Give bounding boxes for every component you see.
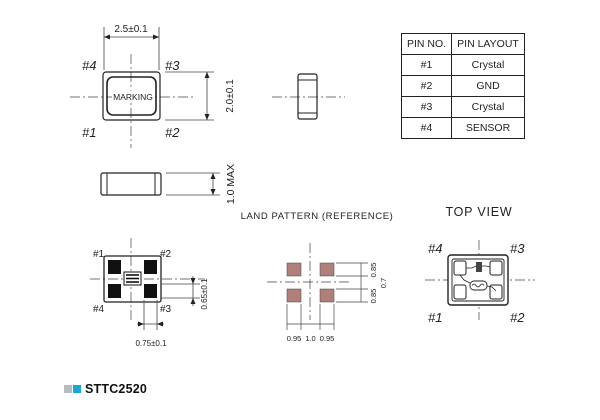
dim-pad-pitch-x-label: 0.75±0.1 (135, 339, 167, 348)
internal-pin-label-4: #4 (428, 241, 442, 256)
pin-no-cell: #3 (401, 96, 452, 118)
pin-label-2: #2 (165, 125, 180, 140)
pin-layout-cell: SENSOR (451, 117, 525, 139)
pin-layout-header: PIN LAYOUT (451, 33, 525, 55)
marking-label: MARKING (113, 92, 153, 102)
table-row: #1 Crystal (401, 54, 525, 76)
land-dim-y-bottom: 0.85 (369, 289, 378, 304)
internal-top-view: TOP VIEW #4 #3 #1 #2 (425, 205, 535, 325)
land-dim-x-left: 0.95 (287, 334, 302, 343)
pin-layout-cell: GND (451, 75, 525, 97)
land-dim-x-right: 0.95 (320, 334, 335, 343)
pin-layout-cell: Crystal (451, 96, 525, 118)
bottom-pin-label-2: #2 (160, 249, 172, 260)
pad-2 (144, 284, 157, 298)
grey-square-icon (64, 385, 72, 393)
package-bottom-view: 0.65±0.1 0.75±0.1 #1 #2 #4 #3 (90, 238, 209, 348)
dim-thickness-label: 1.0 MAX (225, 164, 237, 204)
bottom-pin-label-4: #4 (93, 304, 105, 315)
pin-table-header-row: PIN NO. PIN LAYOUT (401, 33, 525, 55)
land-pattern: LAND PATTERN (REFERENCE) 0.85 0.7 0.85 0… (241, 211, 394, 343)
land-dim-x-mid: 1.0 (305, 334, 315, 343)
bottom-pin-label-3: #3 (160, 304, 172, 315)
dim-pad-pitch-y-label: 0.65±0.1 (200, 278, 209, 310)
pin-table: PIN NO. PIN LAYOUT #1 Crystal #2 GND #3 … (401, 33, 525, 139)
pin-no-cell: #4 (401, 117, 452, 139)
land-pattern-title: LAND PATTERN (REFERENCE) (241, 211, 394, 222)
product-name: STTC2520 (85, 382, 148, 396)
pin-layout-cell: Crystal (451, 54, 525, 76)
land-pad-bottom-left (286, 288, 302, 303)
product-label: STTC2520 (64, 382, 147, 396)
internal-pin-label-3: #3 (510, 241, 525, 256)
package-lid (106, 76, 157, 116)
internal-pin-label-1: #1 (428, 310, 442, 325)
pin-no-cell: #2 (401, 75, 452, 97)
package-side-view: 1.0 MAX (100, 164, 237, 204)
land-pad-top-right (319, 262, 335, 277)
land-dim-y-mid: 0.7 (379, 278, 388, 288)
table-row: #3 Crystal (401, 96, 525, 118)
table-row: #2 GND (401, 75, 525, 97)
blue-square-icon (73, 385, 81, 393)
table-row: #4 SENSOR (401, 117, 525, 139)
pin-no-header: PIN NO. (401, 33, 452, 55)
package-end-view (272, 73, 345, 120)
pin-label-4: #4 (82, 58, 96, 73)
top-view-title: TOP VIEW (445, 205, 512, 219)
internal-pin-label-2: #2 (510, 310, 525, 325)
pad-1 (108, 284, 121, 298)
dim-height-label: 2.0±0.1 (225, 79, 236, 113)
package-top-view: 2.5±0.1 MARKING 2.0±0.1 #4 #3 #1 #2 (70, 24, 236, 148)
package-body (102, 71, 161, 121)
bottom-pin-label-1: #1 (93, 249, 105, 260)
pad-4 (108, 260, 121, 274)
pin-label-3: #3 (165, 58, 180, 73)
land-pad-bottom-right (319, 288, 335, 303)
land-pad-top-left (286, 262, 302, 277)
pad-3 (144, 260, 157, 274)
land-dim-y-top: 0.85 (369, 263, 378, 278)
pin-label-1: #1 (82, 125, 96, 140)
pin-no-cell: #1 (401, 54, 452, 76)
dim-width-label: 2.5±0.1 (114, 24, 148, 35)
